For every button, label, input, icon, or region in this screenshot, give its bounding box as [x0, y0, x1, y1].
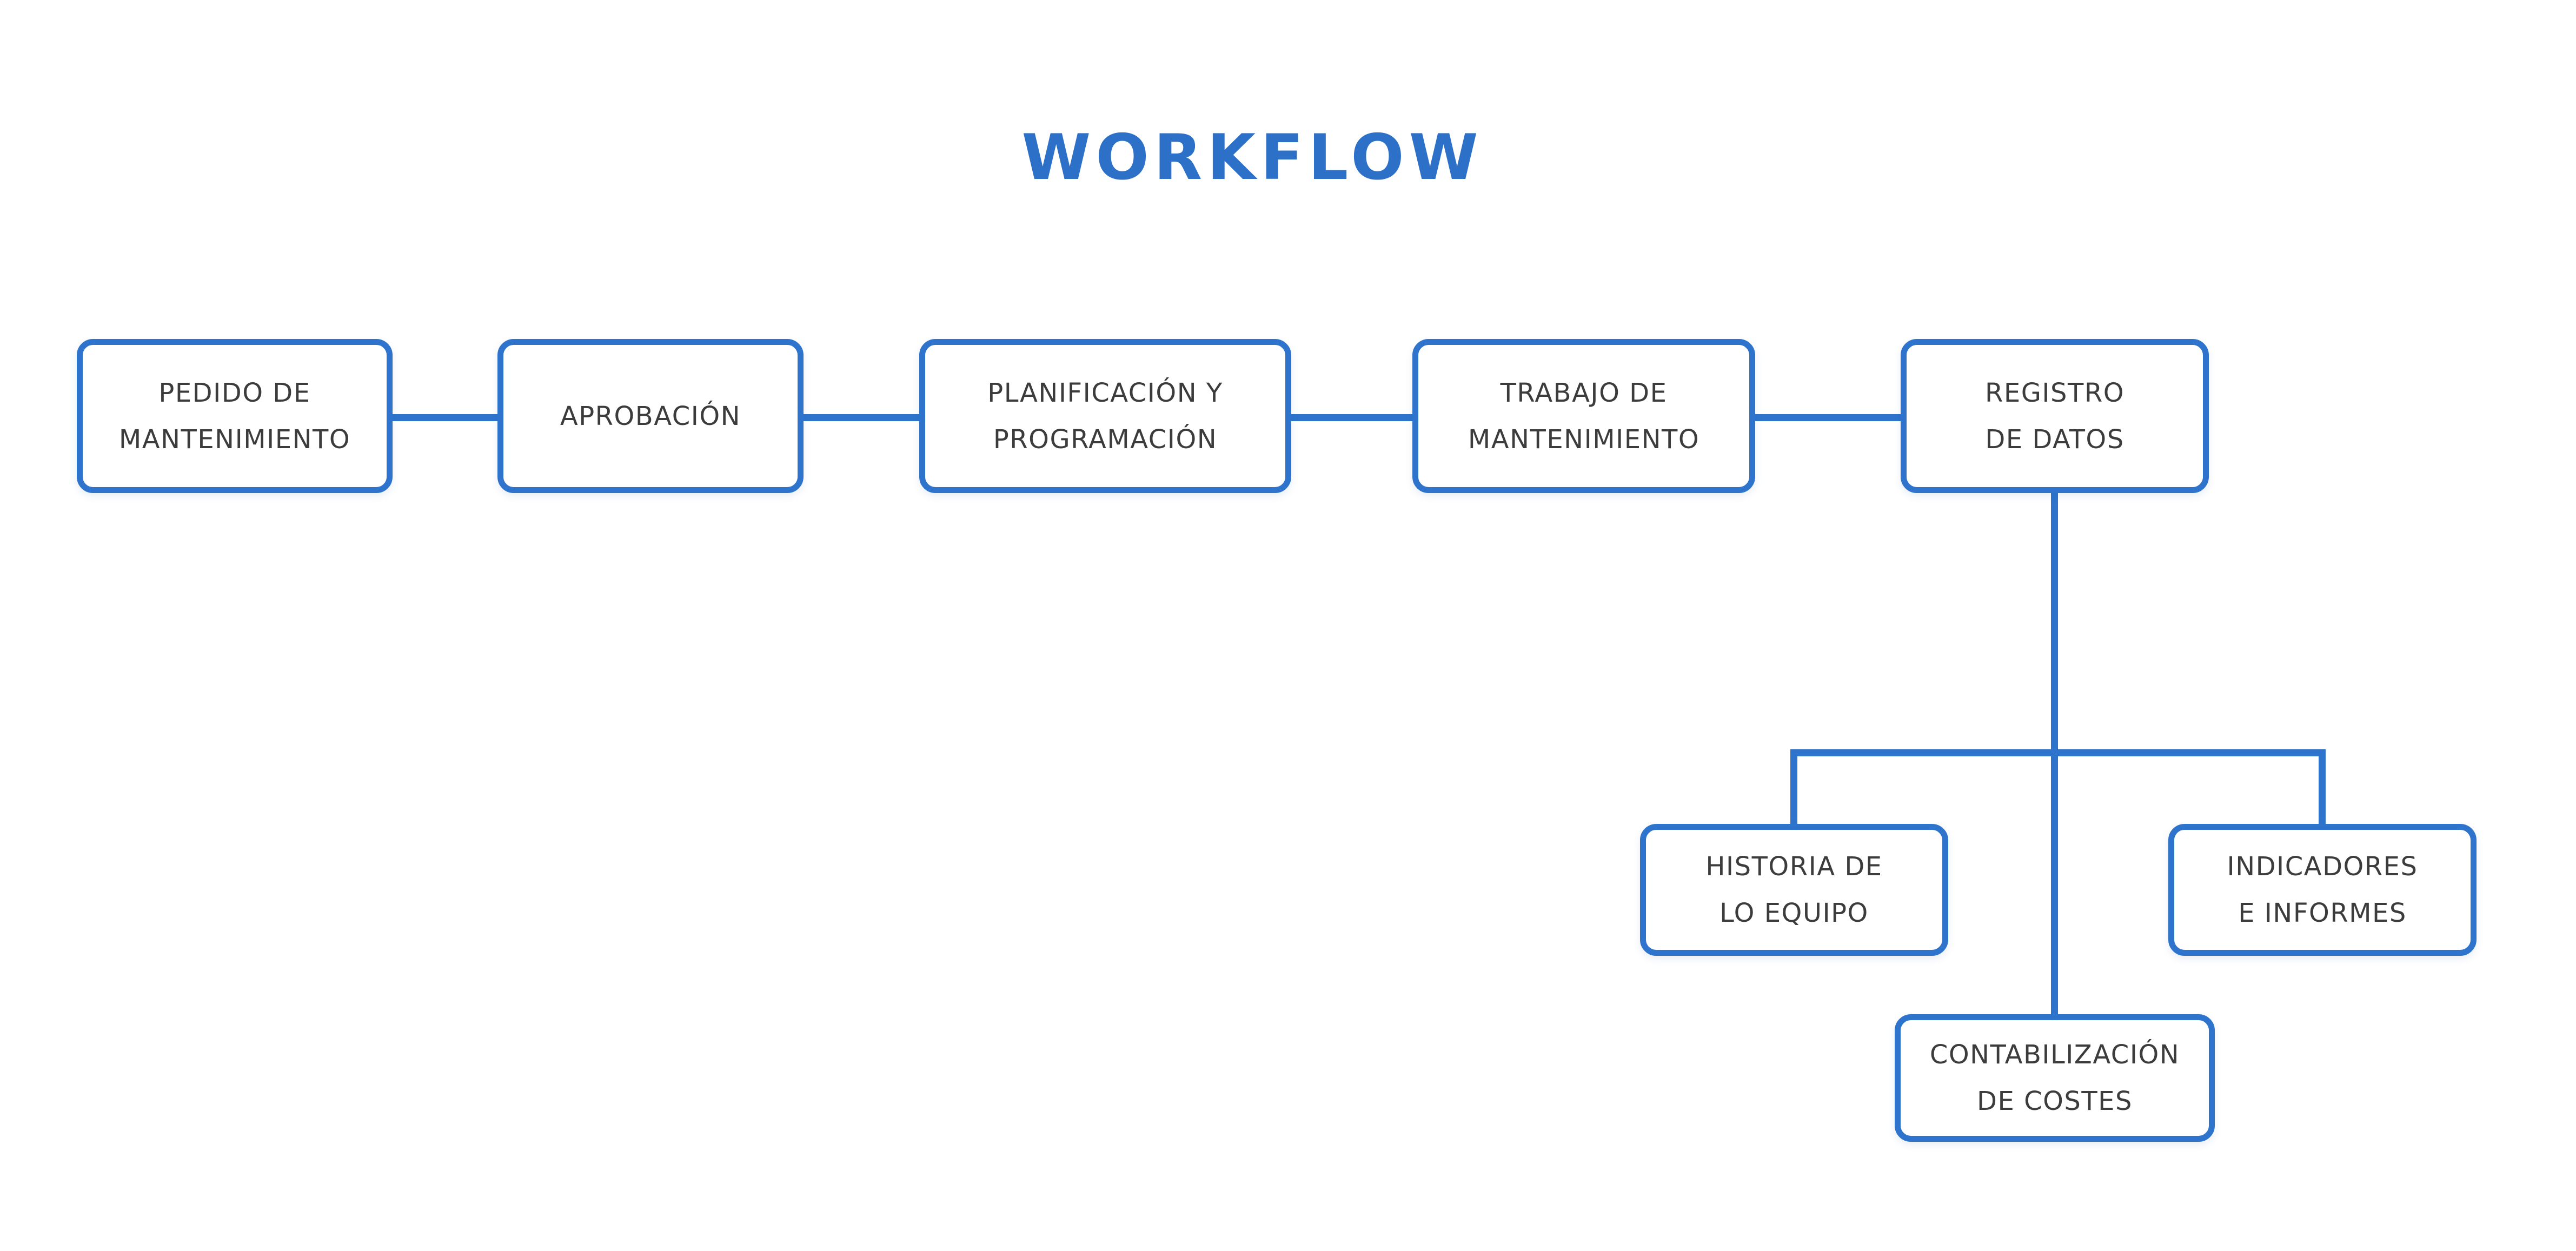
- node-trabajo-de-mantenimiento: TRABAJO DE MANTENIMIENTO: [1412, 339, 1755, 493]
- node-indicadores-e-informes: INDICADORES E INFORMES: [2168, 824, 2477, 956]
- node-historia-de-lo-equipo: HISTORIA DE LO EQUIPO: [1640, 824, 1948, 956]
- node-label-line: HISTORIA DE: [1705, 851, 1883, 882]
- node-label-line: DE COSTES: [1977, 1086, 2133, 1116]
- connector-pedido-aprobacion: [393, 414, 497, 421]
- connector-trabajo-registro: [1755, 414, 1901, 421]
- connector-branch-indicadores: [2319, 749, 2326, 825]
- node-label-line: INDICADORES: [2227, 851, 2418, 882]
- node-contabilizacion-de-costes: CONTABILIZACIÓN DE COSTES: [1895, 1014, 2215, 1142]
- node-planificacion-y-programacion: PLANIFICACIÓN Y PROGRAMACIÓN: [919, 339, 1291, 493]
- node-label-line: PROGRAMACIÓN: [993, 424, 1218, 455]
- node-label-line: MANTENIMIENTO: [1468, 424, 1700, 455]
- node-aprobacion: APROBACIÓN: [497, 339, 804, 493]
- node-registro-de-datos: REGISTRO DE DATOS: [1901, 339, 2209, 493]
- node-label-line: E INFORMES: [2238, 898, 2407, 928]
- node-label-line: PLANIFICACIÓN Y: [987, 377, 1223, 408]
- connector-planificacion-trabajo: [1291, 414, 1412, 421]
- diagram-title: WORKFLOW: [1021, 121, 1483, 194]
- connector-branch-bar: [1790, 749, 2326, 756]
- node-pedido-de-mantenimiento: PEDIDO DE MANTENIMIENTO: [77, 339, 393, 493]
- node-label-line: TRABAJO DE: [1500, 377, 1668, 408]
- connector-branch-historia: [1790, 749, 1797, 825]
- node-label-line: LO EQUIPO: [1719, 898, 1869, 928]
- node-label-line: REGISTRO: [1985, 377, 2124, 408]
- node-label-line: CONTABILIZACIÓN: [1929, 1040, 2180, 1070]
- node-label-line: MANTENIMIENTO: [118, 424, 351, 455]
- node-label-line: PEDIDO DE: [158, 377, 311, 408]
- connector-aprobacion-planificacion: [804, 414, 919, 421]
- node-label-line: DE DATOS: [1985, 424, 2124, 455]
- node-label-line: APROBACIÓN: [560, 401, 741, 431]
